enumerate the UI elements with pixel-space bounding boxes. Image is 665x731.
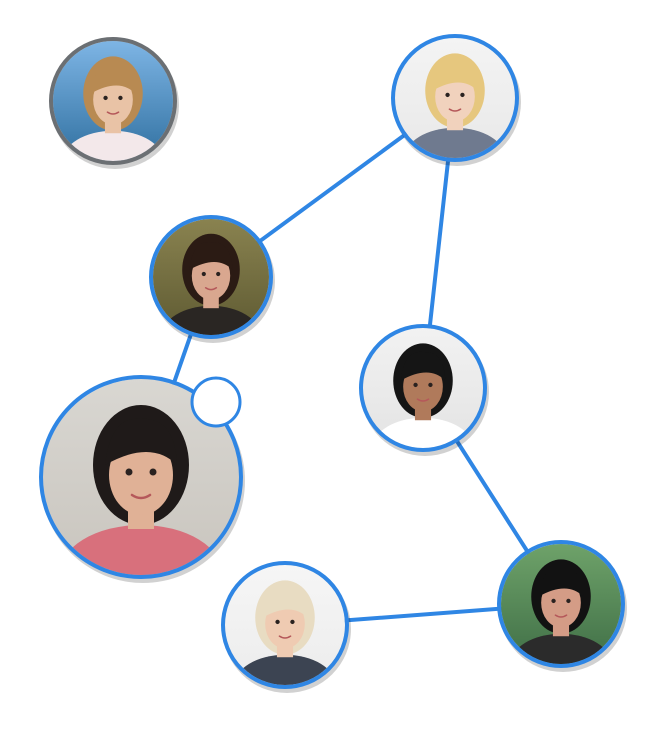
person-avatar-icon bbox=[153, 219, 269, 335]
node-woman-white-top[interactable] bbox=[359, 324, 489, 480]
person-avatar-icon bbox=[363, 328, 483, 448]
avatar-ring bbox=[39, 375, 243, 579]
node-short-hair-woman[interactable] bbox=[221, 561, 351, 717]
node-man-sunglasses[interactable] bbox=[497, 540, 627, 696]
avatar-ring bbox=[49, 37, 177, 165]
person-avatar-icon bbox=[43, 379, 239, 575]
badge-layer bbox=[190, 376, 242, 428]
avatar-ring bbox=[359, 324, 487, 452]
person-avatar-icon bbox=[395, 38, 515, 158]
status-badge-icon bbox=[190, 376, 242, 428]
node-dark-hair-woman[interactable] bbox=[149, 215, 275, 366]
nodes-layer bbox=[39, 34, 627, 717]
person-avatar-icon bbox=[53, 41, 173, 161]
node-blonde-woman[interactable] bbox=[391, 34, 521, 190]
person-avatar-icon bbox=[501, 544, 621, 664]
person-avatar-icon bbox=[225, 565, 345, 685]
avatar-ring bbox=[391, 34, 519, 162]
avatar-ring bbox=[497, 540, 625, 668]
node-man-glasses[interactable] bbox=[39, 375, 245, 625]
avatar-ring bbox=[149, 215, 273, 339]
node-woman-sea[interactable] bbox=[49, 37, 179, 193]
avatar-ring bbox=[221, 561, 349, 689]
